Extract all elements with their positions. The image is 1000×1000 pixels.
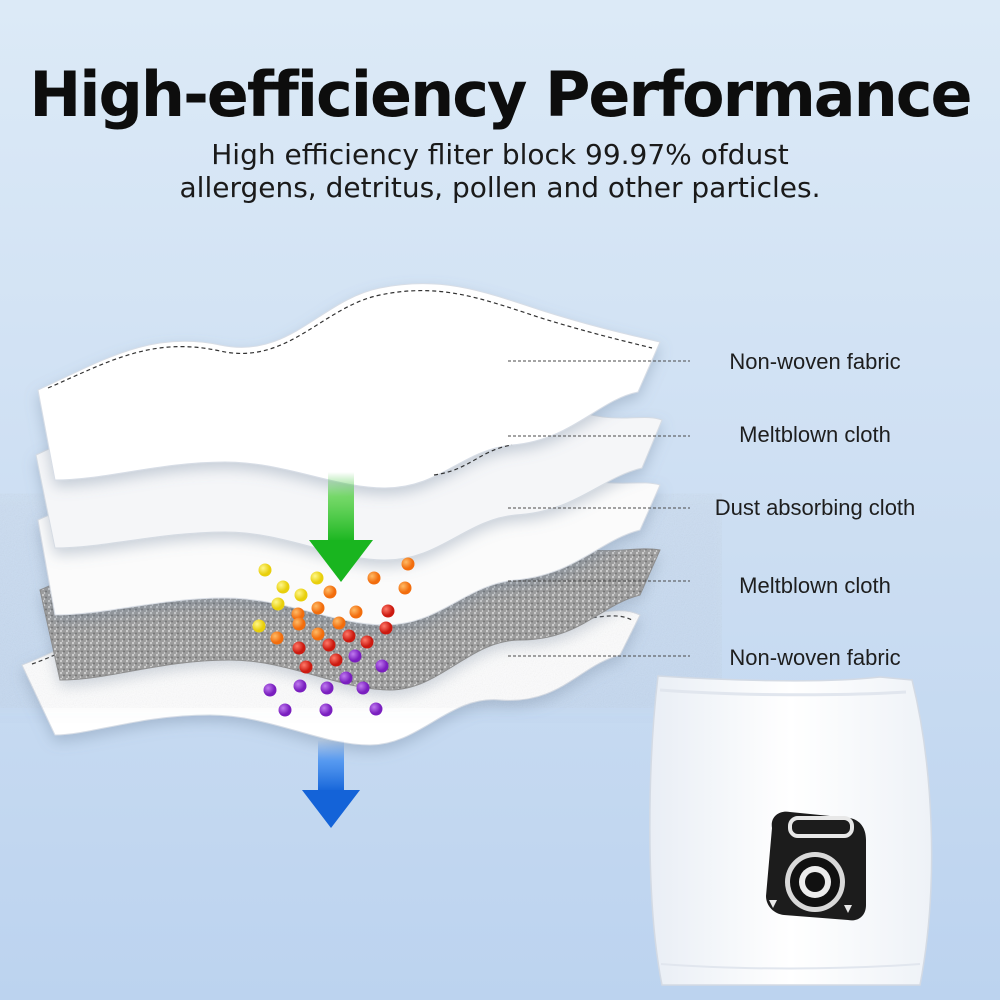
page-subtitle: High efficiency fliter block 99.97% ofdu… — [0, 138, 1000, 204]
layer-label-4: Meltblown cloth — [739, 573, 891, 598]
page-title: High-efficiency Performance — [29, 58, 972, 131]
arrow-down-blue-icon — [302, 740, 360, 828]
subtitle-line-2: allergens, detritus, pollen and other pa… — [179, 171, 821, 204]
layer-label-3: Dust absorbing cloth — [714, 495, 916, 520]
layer-non-woven-fabric-top — [37, 283, 661, 489]
layer-label-5: Non-woven fabric — [729, 645, 901, 670]
subtitle-line-1: High efficiency fliter block 99.97% ofdu… — [211, 138, 789, 171]
dust-bag-icon — [649, 675, 933, 986]
layer-label-2: Meltblown cloth — [739, 422, 891, 447]
arrow-down-green-icon — [309, 472, 373, 582]
label-leader-lines — [508, 360, 690, 657]
layer-label-1: Non-woven fabric — [729, 349, 901, 374]
dust-particles — [252, 557, 415, 717]
